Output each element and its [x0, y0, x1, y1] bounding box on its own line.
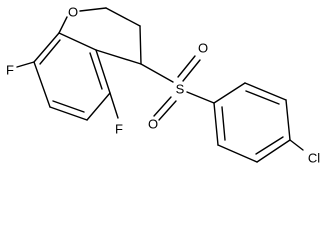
atom-label-oxygen-sulfonyl-top: O — [198, 41, 208, 56]
bond-c6p-c1p-inner — [221, 106, 226, 141]
bond-c6p-c1p — [213, 102, 219, 146]
bond-c5-c4a-inner — [89, 52, 103, 90]
bond-c2p-c3p — [244, 82, 287, 101]
bond-s-o-top-a — [177, 55, 196, 78]
bond-s-o-top-b — [182, 59, 201, 82]
bond-c4p-c5p — [256, 139, 291, 163]
bond-c4p-cl — [289, 139, 304, 151]
bond-c8-c7 — [33, 61, 51, 108]
atom-label-chlorine: Cl — [308, 151, 320, 166]
bond-c6-c5 — [86, 92, 111, 121]
structure-diagram: O S O O F F Cl — [6, 5, 320, 166]
bond-c3p-c4p — [285, 99, 291, 141]
bond-c4p-c5p-inner — [255, 136, 284, 155]
bond-c7-c6 — [49, 106, 88, 121]
bond-s-o-bottom-b — [158, 100, 177, 121]
bond-c8a-c8-inner — [39, 39, 61, 65]
bond-c4a-c8a — [58, 32, 97, 51]
bond-c5p-c6p — [217, 144, 258, 163]
bond-o1-c2 — [79, 7, 107, 12]
atom-label-sulfur: S — [176, 82, 185, 97]
bond-c1p-c2p — [213, 82, 246, 104]
bond-c4-s — [140, 63, 174, 83]
bond-c5-c4a — [95, 49, 111, 94]
atom-label-oxygen-ring: O — [68, 5, 78, 20]
bond-c2-c3 — [105, 7, 141, 27]
bond-c8a-c8 — [33, 32, 60, 63]
atom-label-fluorine-5: F — [115, 122, 123, 137]
bond-s-o-bottom-a — [153, 96, 172, 117]
bond-c2p-c3p-inner — [245, 90, 280, 105]
bond-c4-c4a — [95, 49, 142, 65]
bond-c5-f — [109, 92, 119, 119]
bond-c8-f — [16, 61, 35, 68]
atom-label-fluorine-8: F — [6, 63, 14, 78]
bond-c7-c6-inner — [52, 100, 85, 113]
molecule-drawing: O S O O F F Cl — [6, 5, 320, 166]
atom-label-oxygen-sulfonyl-bottom: O — [148, 117, 158, 132]
bond-c8a-o1 — [58, 16, 68, 34]
bond-s-c1prime — [186, 91, 215, 104]
bond-c3-c4 — [139, 25, 142, 65]
